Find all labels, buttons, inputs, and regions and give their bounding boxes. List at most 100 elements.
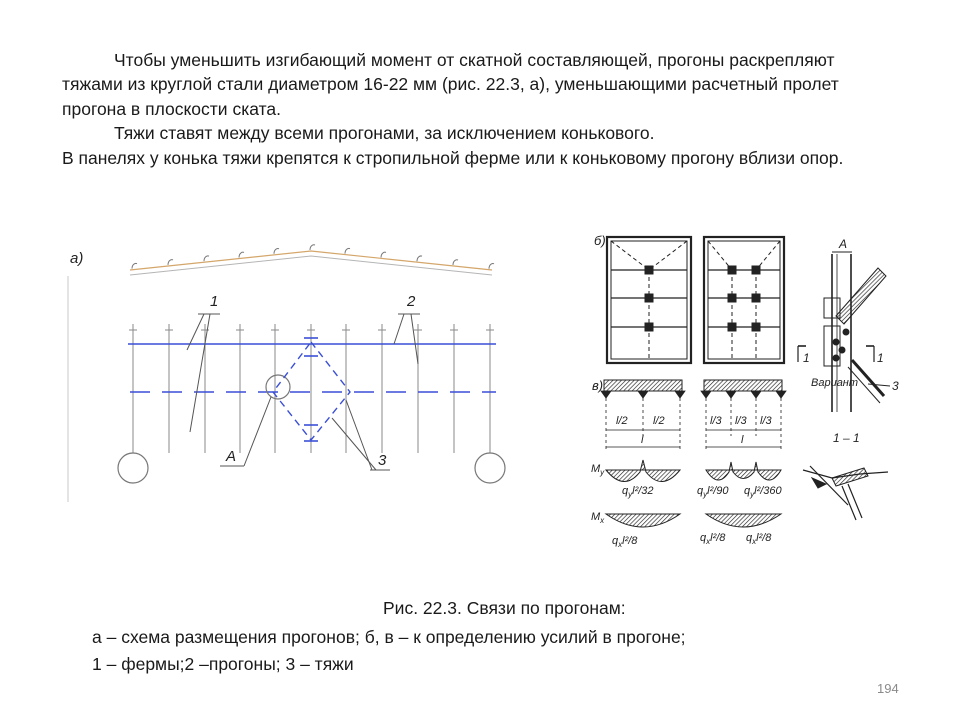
paragraph-line-5: В панелях у конька тяжи крепятся к строп… (62, 148, 844, 168)
connection-plate (823, 325, 841, 367)
tie-rod (850, 359, 886, 397)
caption-title: Рис. 22.3. Связи по прогонам: (383, 598, 626, 618)
scheme-1-outer (605, 235, 693, 365)
scheme-1-node (644, 293, 654, 303)
detail-a-label: А (838, 237, 847, 251)
scheme-1-tie-diagonal (648, 240, 688, 271)
detail-tie-leader (867, 383, 891, 387)
panel-a-label: а) (70, 250, 83, 267)
leader-node-a (243, 396, 272, 467)
variant-label: Вариант (811, 377, 858, 389)
formula-sub: x (705, 537, 711, 546)
trusses (129, 324, 494, 453)
section-mark-left-label: 1 (803, 351, 810, 365)
scheme-2-node (751, 322, 761, 332)
roof-purlin-mark (167, 259, 174, 265)
third-span-label: l/3 (735, 415, 748, 427)
formula-rest: l²/32 (632, 485, 653, 497)
detail-tie-label: 3 (892, 379, 899, 393)
moment-y-base: M (591, 463, 601, 475)
page-number: 194 (877, 681, 899, 696)
support (700, 390, 712, 399)
support (775, 390, 787, 399)
scheme-2-outer (702, 235, 786, 365)
scheme-1-node (644, 322, 654, 332)
scheme-1-tie-diagonal (610, 240, 650, 271)
roof-purlin-mark (380, 251, 387, 258)
roof-purlin-mark (273, 248, 280, 254)
scheme-2-node (751, 265, 761, 275)
support (750, 390, 762, 399)
formula-rest: l²/8 (622, 535, 638, 547)
leader-ties-b (331, 417, 377, 471)
purlin-bracket (835, 267, 887, 325)
panel-v-label: в) (592, 378, 603, 393)
scheme-1-node (644, 265, 654, 275)
roof-lower-chord (129, 255, 493, 276)
bracket-plate (823, 297, 841, 319)
plan-sketch-rod (809, 465, 849, 506)
support (600, 390, 612, 399)
formula-rest: l²/90 (707, 485, 729, 497)
leader-purlins-b (410, 313, 419, 365)
tie-rods-diamond (272, 340, 351, 442)
formula-my-third-a: qyl²/90 (697, 485, 729, 499)
roof-purlin-mark (203, 255, 210, 262)
formula-base: q (612, 535, 619, 547)
roof-purlin-mark (238, 251, 245, 258)
bolt (832, 338, 840, 346)
formula-mx-third-b: qxl²/8 (746, 532, 772, 546)
section-mark-right-label: 1 (877, 351, 884, 365)
span-label: l (741, 434, 744, 446)
support (674, 390, 686, 399)
formula-base: q (622, 485, 629, 497)
formula-base: q (697, 485, 704, 497)
support (725, 390, 737, 399)
paragraph-line-1: Чтобы уменьшить изгибающий момент от ска… (114, 50, 835, 70)
half-span-label: l/2 (653, 415, 665, 427)
label-ties: 3 (378, 452, 387, 469)
leader-purlins-a (393, 313, 405, 345)
scheme-2-node (727, 265, 737, 275)
support-left-circle (117, 452, 149, 484)
third-span-label: l/3 (760, 415, 773, 427)
roof-purlin-mark (452, 259, 459, 266)
moment-x-label: Mx (591, 511, 605, 525)
moment-x-base: M (591, 511, 601, 523)
formula-rest: l²/8 (710, 532, 726, 544)
span-label: l (641, 434, 644, 446)
panel-b-schemes: б) (594, 233, 786, 365)
scheme-2-node (727, 293, 737, 303)
paragraph-line-2: тяжами из круглой стали диаметром 16-22 … (62, 74, 839, 94)
paragraph-line-4: Тяжи ставят между всеми прогонами, за ис… (114, 123, 655, 143)
label-trusses: 1 (210, 293, 218, 310)
moment-y-sub: y (599, 468, 605, 477)
plan-sketch-rod (841, 485, 857, 521)
formula-mx-third-a: qxl²/8 (700, 532, 726, 546)
leader-ties-a (345, 399, 373, 471)
panel-v-moments: в) l/2 l/2 l l/3 l/3 l/3 l My (591, 378, 787, 549)
leader-trusses-a (186, 313, 205, 351)
formula-base: q (746, 532, 753, 544)
plan-sketch-arrow (810, 476, 828, 489)
scheme-1-inner (610, 240, 688, 360)
formula-rest: l²/360 (754, 485, 782, 497)
moment-x-diagram-half (604, 513, 682, 528)
roof-purlin-mark (416, 255, 423, 262)
bolt (838, 346, 846, 354)
scheme-2-node (751, 293, 761, 303)
leader-trusses-b (189, 313, 211, 433)
moment-x-diagram-third (704, 513, 783, 528)
moment-x-sub: x (599, 516, 605, 525)
bolt (832, 354, 840, 362)
plan-sketch-clip (831, 467, 869, 487)
formula-sub: x (617, 540, 623, 549)
label-purlins: 2 (406, 293, 416, 310)
bolt (842, 328, 850, 336)
node-a-circle (265, 374, 291, 400)
formula-sub: y (627, 490, 633, 499)
caption-line-2: 1 – фермы;2 –прогоны; 3 – тяжи (92, 654, 354, 674)
panel-b-label: б) (594, 233, 606, 248)
moment-y-label: My (591, 463, 605, 477)
beam-third-span (703, 379, 783, 392)
